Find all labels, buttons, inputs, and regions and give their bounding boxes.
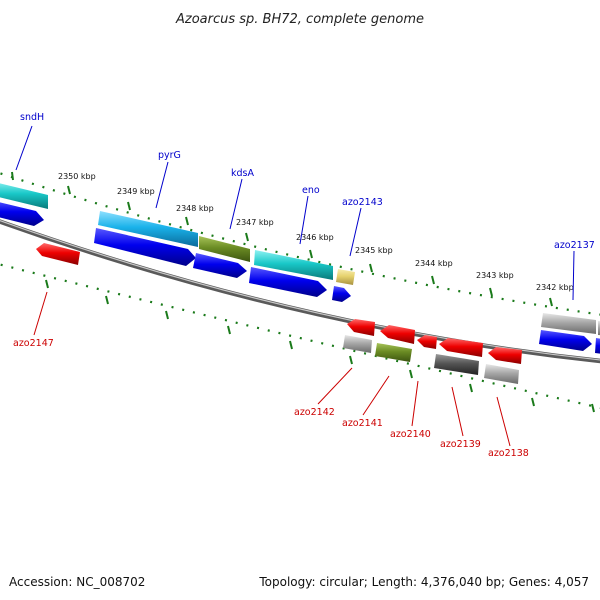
gene-label-eno[interactable]: eno	[302, 185, 320, 196]
gene-label-azo2140[interactable]: azo2140	[390, 429, 431, 440]
cds-azo2142-red[interactable]	[347, 319, 375, 336]
cds-azo2140-red[interactable]	[417, 335, 437, 349]
cds-azo2137[interactable]	[539, 330, 592, 351]
feature-azo2139-lower[interactable]	[434, 354, 479, 375]
scale-label: 2342 kbp	[536, 283, 574, 292]
upper-callouts	[15, 125, 575, 301]
cds-edge[interactable]	[595, 338, 600, 355]
map-title: Azoarcus sp. BH72, complete genome	[175, 12, 424, 27]
genome-backbone	[0, 219, 600, 364]
gene-label-azo2138[interactable]: azo2138	[488, 448, 529, 459]
topology-text: Topology: circular; Length: 4,376,040 bp…	[258, 575, 589, 589]
gene-label-kdsa[interactable]: kdsA	[231, 168, 254, 179]
lower-scale-track	[0, 263, 600, 409]
genome-backbone-highlight	[0, 219, 600, 361]
scale-label: 2348 kbp	[176, 204, 214, 213]
scale-label: 2344 kbp	[415, 259, 453, 268]
scale-label: 2343 kbp	[476, 271, 514, 280]
gene-label-pyrg[interactable]: pyrG	[158, 150, 181, 161]
feature-azo2137-upper[interactable]	[541, 313, 596, 334]
lower-callouts	[33, 291, 511, 447]
cds-pyrg[interactable]	[94, 228, 196, 266]
feature-azo2141-lower[interactable]	[375, 343, 412, 362]
gene-label-azo2143[interactable]: azo2143	[342, 197, 383, 208]
feature-azo2143-upper[interactable]	[336, 269, 355, 285]
cds-azo2143[interactable]	[332, 286, 351, 302]
cds-sndh[interactable]	[0, 200, 44, 226]
gene-label-azo2147[interactable]: azo2147	[13, 338, 54, 349]
cds-kdsa[interactable]	[193, 253, 247, 278]
gene-label-azo2137[interactable]: azo2137	[554, 240, 595, 251]
scale-label: 2350 kbp	[58, 172, 96, 181]
scale-label: 2346 kbp	[296, 233, 334, 242]
feature-eno-upper[interactable]	[254, 250, 333, 280]
upper-major-ticks	[11, 171, 553, 307]
feature-kdsa-upper[interactable]	[199, 236, 250, 262]
gene-label-azo2139[interactable]: azo2139	[440, 439, 481, 450]
cds-azo2139-red[interactable]	[439, 338, 483, 357]
gene-label-sndh[interactable]: sndH	[20, 112, 44, 123]
lower-major-ticks	[45, 279, 595, 413]
scale-label: 2347 kbp	[236, 218, 274, 227]
feature-sndh-upper[interactable]	[0, 181, 48, 209]
gene-label-azo2142[interactable]: azo2142	[294, 407, 335, 418]
scale-label: 2345 kbp	[355, 246, 393, 255]
cds-azo2138-red[interactable]	[488, 347, 522, 364]
cds-azo2147[interactable]	[36, 243, 80, 265]
cds-eno[interactable]	[249, 267, 327, 297]
feature-azo2138-lower[interactable]	[484, 364, 519, 384]
accession-text: Accession: NC_008702	[9, 575, 145, 589]
cds-azo2141-red[interactable]	[380, 325, 415, 344]
feature-pyrg-upper[interactable]	[98, 211, 198, 247]
gene-label-azo2141[interactable]: azo2141	[342, 418, 383, 429]
scale-label: 2349 kbp	[117, 187, 155, 196]
feature-azo2142-lower[interactable]	[343, 335, 372, 353]
